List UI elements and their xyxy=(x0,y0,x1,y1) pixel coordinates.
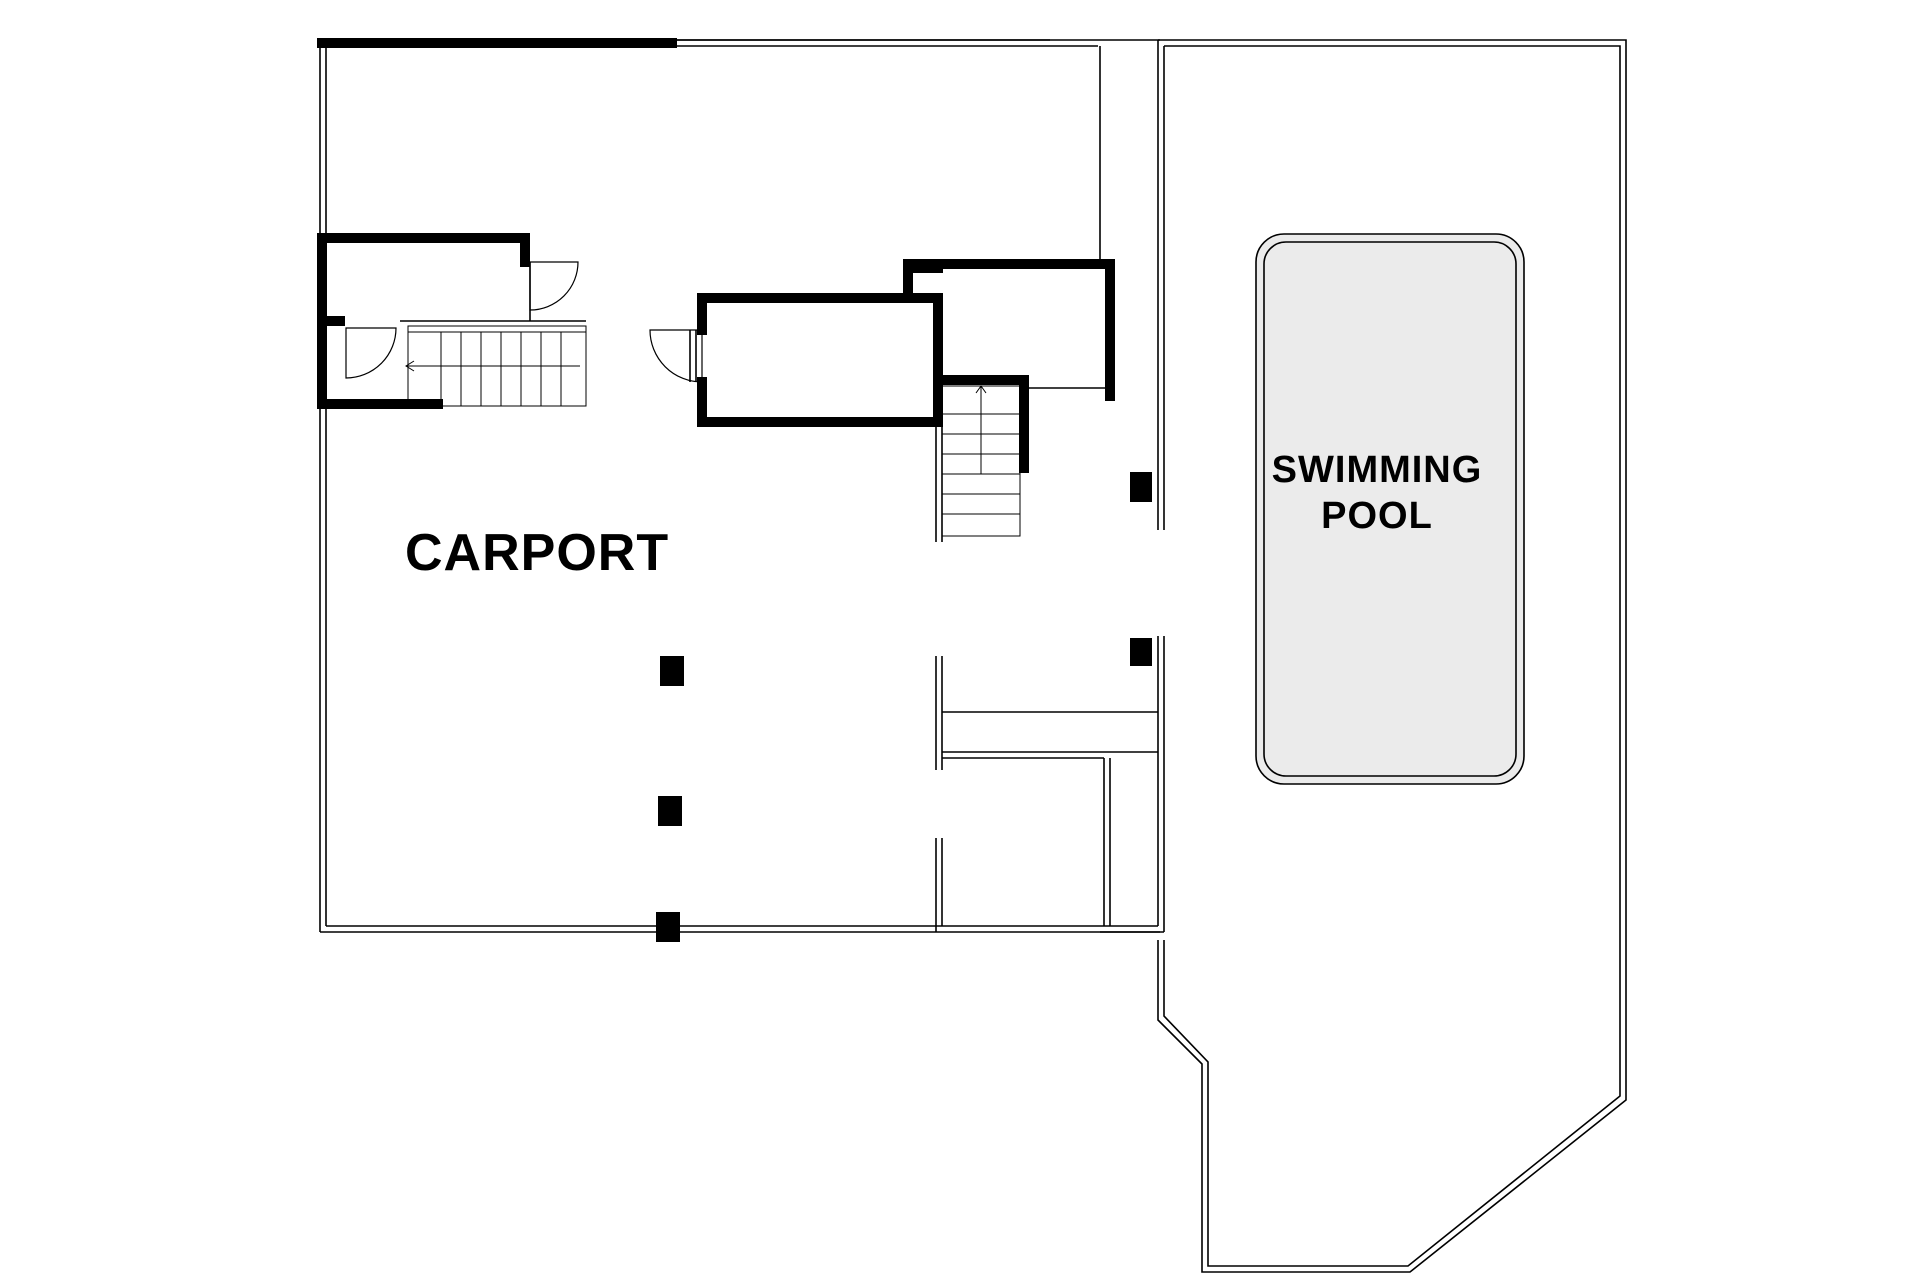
storage-room-left xyxy=(317,233,586,409)
column-4 xyxy=(658,796,682,826)
center-room xyxy=(689,293,943,427)
corridor-walls xyxy=(935,40,1165,932)
pool-label-line2: POOL xyxy=(1321,494,1433,537)
door-stair-left xyxy=(345,327,397,379)
carport-outline xyxy=(319,39,1160,933)
stair-left xyxy=(405,325,587,407)
door-storage xyxy=(529,261,579,311)
pool-label-line1: SWIMMING xyxy=(1271,449,1483,491)
column-2 xyxy=(1130,638,1152,666)
swimming-pool xyxy=(1255,233,1525,785)
swimming-pool-label: SWIMMING POOL xyxy=(1262,448,1492,539)
door-center-room xyxy=(649,329,703,383)
column-3 xyxy=(660,656,684,686)
column-5 xyxy=(656,912,680,942)
carport-label: CARPORT xyxy=(405,524,670,582)
stair-center xyxy=(933,375,1029,537)
right-room xyxy=(903,259,1115,401)
column-1 xyxy=(1130,472,1152,502)
